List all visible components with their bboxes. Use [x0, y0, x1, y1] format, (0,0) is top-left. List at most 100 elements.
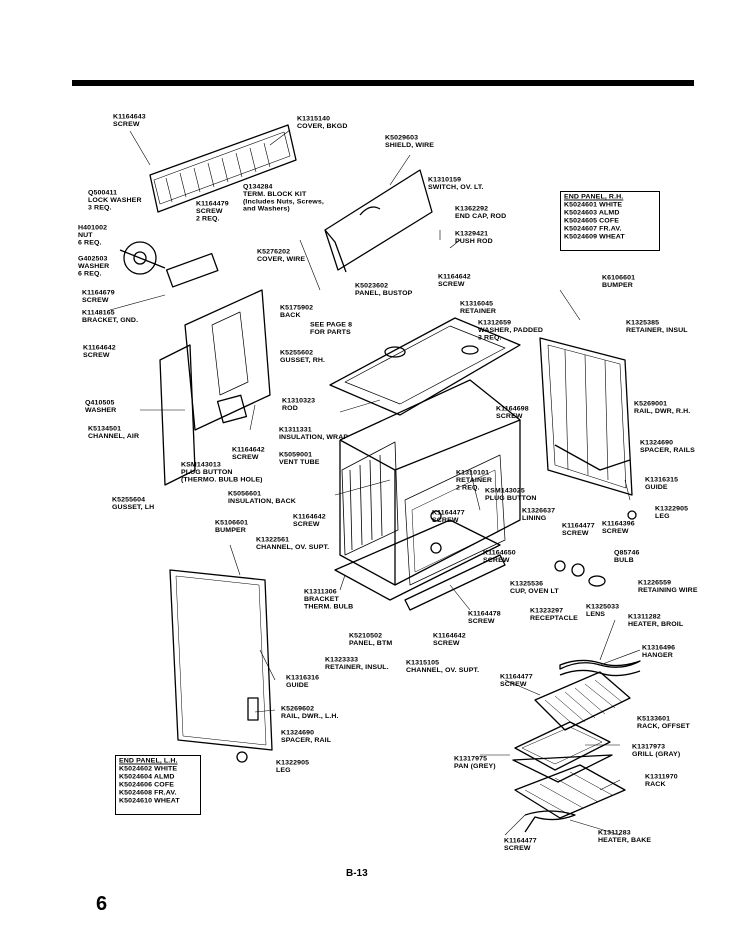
- part-label: K1325385 RETAINER, INSUL: [626, 320, 688, 334]
- table-row: K5024606 COFE: [119, 782, 174, 789]
- part-label: K1316316 GUIDE: [286, 675, 320, 689]
- end-panel-lh-table: END PANEL, L.H. K5024602 WHITE K5024604 …: [115, 755, 201, 815]
- part-label: K5175902 BACK: [280, 305, 314, 319]
- rack: [514, 764, 626, 819]
- part-label: Q500411 LOCK WASHER 3 REQ.: [88, 190, 142, 212]
- part-label: K1325536 CUP, OVEN LT: [510, 581, 559, 595]
- end-panel-left: [169, 569, 273, 751]
- part-label: K1311970 RACK: [645, 774, 678, 788]
- part-label: K1317973 GRILL (GRAY): [632, 744, 681, 758]
- oven-light-cup: [554, 560, 566, 572]
- broiler-pan: [512, 754, 613, 783]
- offset-rack: [534, 671, 631, 731]
- part-label: K5106601 BUMPER: [215, 520, 249, 534]
- part-label: K1164643 SCREW: [113, 114, 146, 128]
- part-label: K1311306 BRACKET THERM. BULB: [304, 589, 354, 611]
- back-panel: [184, 289, 271, 431]
- part-label: K1164642 SCREW: [433, 633, 466, 647]
- part-label: Q85746 BULB: [614, 550, 640, 564]
- table-row: K5024602 WHITE: [119, 766, 178, 773]
- part-label: K5210502 PANEL, BTM: [349, 633, 393, 647]
- terminal-block: [119, 241, 219, 288]
- part-label: K1164642 SCREW: [438, 274, 471, 288]
- part-label: K1323333 RETAINER, INSUL.: [325, 657, 389, 671]
- header-rule: [72, 80, 694, 86]
- part-label: K5023602 PANEL, BUSTOP: [355, 283, 413, 297]
- end-panel-right: [539, 337, 633, 496]
- table-row: K5024604 ALMD: [119, 774, 175, 781]
- part-label: K1311282 HEATER, BROIL: [628, 614, 684, 628]
- bake-heater: [524, 810, 576, 833]
- page-id: B-13: [346, 868, 368, 879]
- part-label: K1316315 GUIDE: [645, 477, 679, 491]
- insulation-wrap: [341, 441, 399, 556]
- part-label: SEE PAGE 8 FOR PARTS: [310, 322, 353, 336]
- table-row: K5024605 COFE: [564, 218, 619, 225]
- part-label: KSM143013 PLUG BUTTON (THERMO. BULB HOLE…: [181, 462, 263, 484]
- part-label: K1317975 PAN (GREY): [454, 756, 496, 770]
- part-label: K1324690 SPACER, RAIL: [281, 730, 332, 744]
- part-label: K1226559 RETAINING WIRE: [638, 580, 698, 594]
- part-label: K5134501 CHANNEL, AIR: [88, 426, 140, 440]
- part-label: G402503 WASHER 6 REQ.: [78, 256, 110, 278]
- part-label: K1315140 COVER, BKGD: [297, 116, 348, 130]
- table-row: K5024608 FR.AV.: [119, 790, 177, 797]
- part-label: K1148165 BRACKET, GND.: [82, 310, 139, 324]
- part-label: K5255604 GUSSET, LH: [112, 497, 155, 511]
- part-label: K1310323 ROD: [282, 398, 316, 412]
- part-label: K1164642 SCREW: [293, 514, 326, 528]
- part-label: K1164479 SCREW 2 REQ.: [196, 201, 229, 223]
- oven-light-lens: [571, 563, 585, 577]
- end-panel-rh-table: END PANEL, R.H. K5024601 WHITE K5024603 …: [560, 191, 660, 251]
- part-label: K1324690 SPACER, RAILS: [640, 440, 695, 454]
- part-label: K1164477 SCREW: [432, 510, 465, 524]
- part-label: K1322905 LEG: [276, 760, 310, 774]
- part-label: K1315105 CHANNEL, OV. SUPT.: [406, 660, 480, 674]
- part-label: K1164642 SCREW: [83, 345, 116, 359]
- part-label: K1164477 SCREW: [562, 523, 595, 537]
- leg-left: [236, 751, 248, 763]
- part-label: K1329421 PUSH ROD: [455, 231, 493, 245]
- bottom-panel: [334, 519, 501, 601]
- part-label: K1164477 SCREW: [504, 838, 537, 852]
- part-label: Q134284 TERM. BLOCK KIT (Includes Nuts, …: [243, 184, 324, 213]
- part-label: K1164698 SCREW: [496, 406, 529, 420]
- oven-channel: [404, 554, 506, 611]
- part-label: Q410505 WASHER: [85, 400, 117, 414]
- table-heading: END PANEL, L.H.: [119, 758, 178, 765]
- part-label: K1310101 RETAINER 2 REQ.: [456, 470, 493, 492]
- part-label: K1325033 LENS: [586, 604, 620, 618]
- part-label: K5133601 RACK, OFFSET: [637, 716, 690, 730]
- part-label: H401002 NUT 6 REQ.: [78, 225, 108, 247]
- part-label: K6106601 BUMPER: [602, 275, 636, 289]
- part-label: K5255602 GUSSET, RH.: [280, 350, 326, 364]
- leg-right: [627, 510, 637, 520]
- oven-light-bulb: [588, 575, 606, 587]
- part-label: K1311283 HEATER, BAKE: [598, 830, 652, 844]
- part-label: K1164396 SCREW: [602, 521, 635, 535]
- page-number: 6: [96, 893, 108, 915]
- part-label: K1322561 CHANNEL, OV. SUPT.: [256, 537, 330, 551]
- oven-body: [339, 379, 521, 586]
- part-label: K1316045 RETAINER: [460, 301, 497, 315]
- part-label: KSM143025 PLUG BUTTON: [485, 488, 537, 502]
- part-label: K1311331 INSULATION, WRAP: [279, 427, 349, 441]
- part-label: K1316496 HANGER: [642, 645, 676, 659]
- part-label: K1322905 LEG: [655, 506, 689, 520]
- table-row: K5024610 WHEAT: [119, 798, 180, 805]
- gusset-left: [159, 344, 196, 486]
- part-label: K1326637 LINING: [522, 508, 556, 522]
- table-row: K5024609 WHEAT: [564, 234, 625, 241]
- part-label: K1164642 SCREW: [232, 447, 265, 461]
- part-label: K1164679 SCREW: [82, 290, 115, 304]
- part-label: K1362292 END CAP, ROD: [455, 206, 507, 220]
- part-label: K1164650 SCREW: [483, 550, 516, 564]
- part-label: K5276202 COVER, WIRE: [257, 249, 306, 263]
- part-label: K5056601 INSULATION, BACK: [228, 491, 296, 505]
- broil-heater: [559, 659, 641, 677]
- part-label: K1164477 SCREW: [500, 674, 533, 688]
- backguard-cover: [149, 124, 297, 213]
- part-label: K5029603 SHIELD, WIRE: [385, 135, 435, 149]
